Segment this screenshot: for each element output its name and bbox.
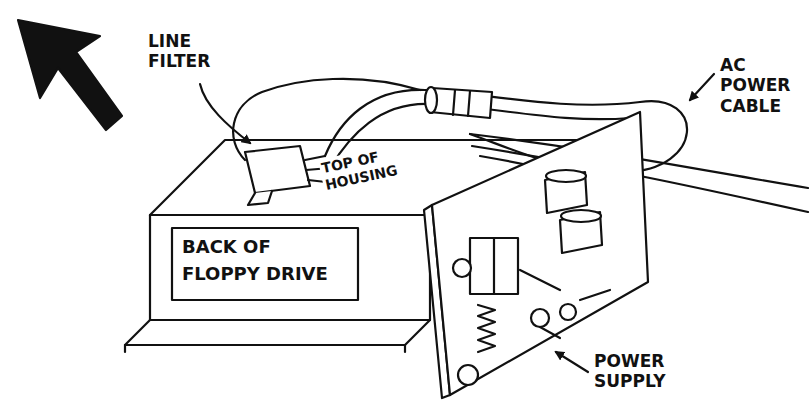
ferrite-band: [468, 91, 470, 116]
line-filter: [245, 146, 310, 193]
housing-flange: [125, 320, 430, 345]
housing-back: [150, 215, 430, 320]
capacitor-end: [546, 170, 586, 182]
part-label: POWER SUPPLY: [592, 350, 696, 393]
filter-tab: [248, 191, 272, 205]
flange-edge: [404, 345, 406, 352]
transformer: [470, 238, 518, 294]
coil: [478, 305, 495, 352]
transformer-core: [493, 238, 495, 294]
component: [453, 259, 471, 277]
leader-arrow: [200, 84, 250, 143]
leader-arrow: [556, 352, 588, 372]
flange-edge: [124, 345, 126, 352]
part-label: BACK OF FLOPPY DRIVE: [180, 232, 334, 288]
ferrite-end: [425, 87, 437, 113]
trace: [520, 270, 610, 338]
ferrite: [430, 88, 492, 118]
part-label: AC POWER CABLE: [718, 54, 804, 117]
component: [458, 365, 478, 385]
direction-arrow: [18, 20, 122, 130]
label-plate: [172, 228, 358, 300]
capacitor-end: [561, 210, 601, 222]
component: [531, 309, 549, 327]
leader-arrow: [690, 74, 714, 100]
ferrite-band: [453, 90, 455, 115]
part-label: LINE FILTER: [146, 30, 230, 73]
component: [560, 304, 576, 320]
